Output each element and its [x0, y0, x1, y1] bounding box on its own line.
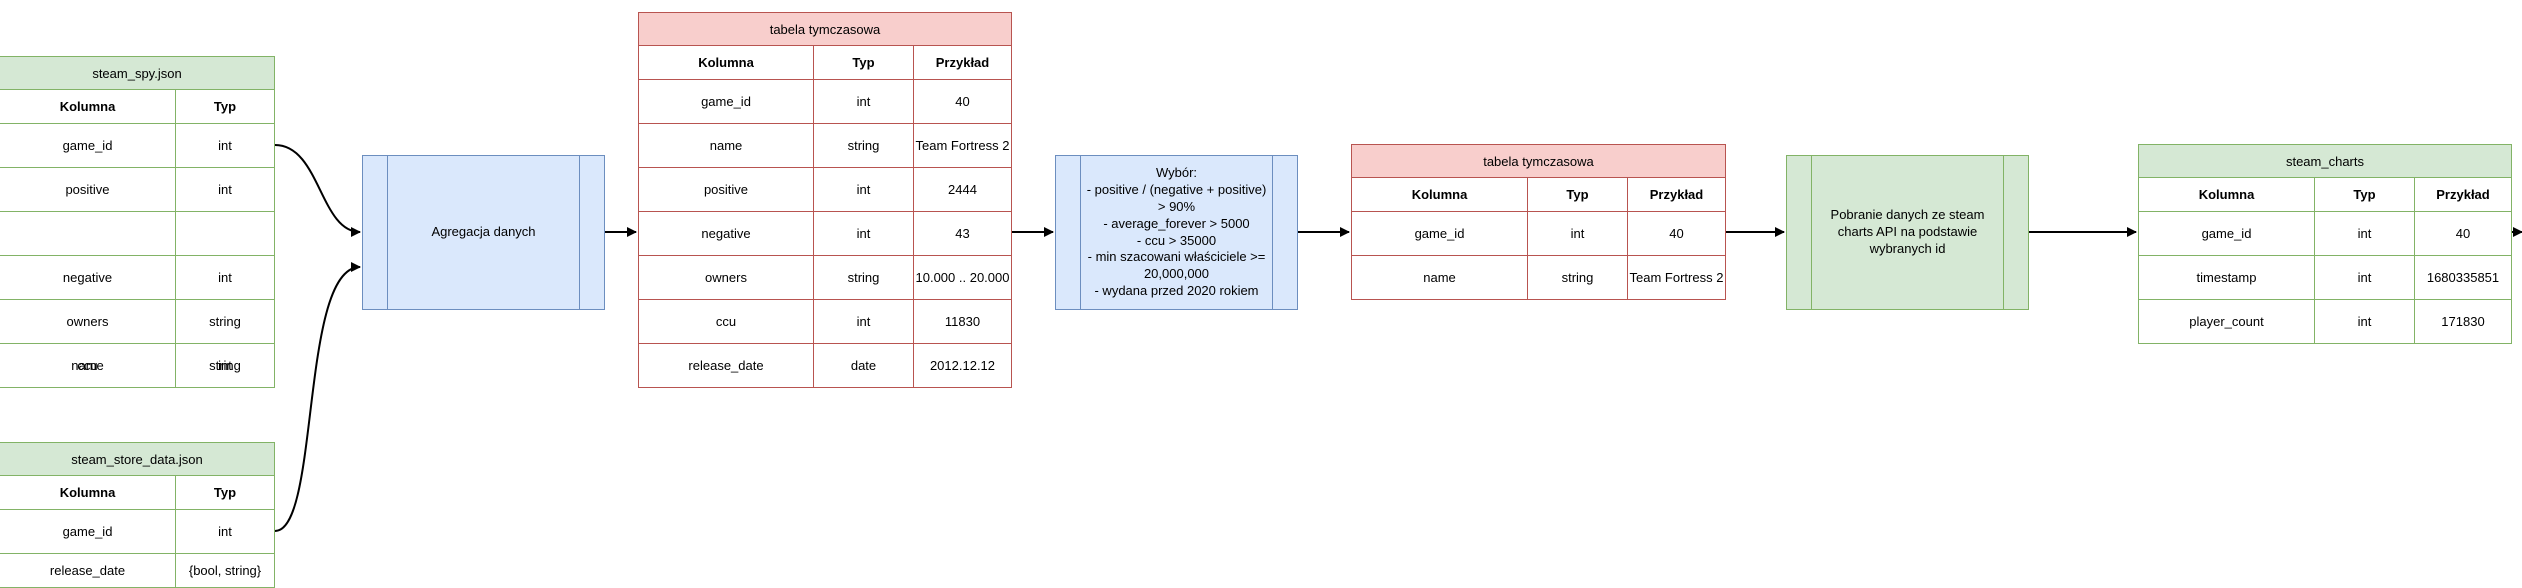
- process-line: 20,000,000: [1143, 266, 1210, 282]
- table-steam-store-data: steam_store_data.json Kolumna Typ game_i…: [0, 442, 275, 588]
- process-line: charts API na podstawie: [1837, 224, 1978, 240]
- process-bar-left: [1811, 156, 1812, 309]
- process-label: Agregacja danych: [431, 224, 535, 241]
- table-steam-spy: steam_spy.json Kolumna Typ game_id int p…: [0, 56, 275, 388]
- column-header: Kolumna: [638, 45, 814, 80]
- process-bar-right: [2003, 156, 2004, 309]
- table-cell: game_id: [2138, 211, 2315, 256]
- process-line: - average_forever > 5000: [1103, 215, 1250, 231]
- column-header: Typ: [2314, 177, 2415, 212]
- table-cell: [175, 211, 275, 256]
- table-cell: negative: [638, 211, 814, 256]
- process-bar-right: [579, 156, 580, 309]
- column-header: Przykład: [913, 45, 1012, 80]
- cell-text-overlap: int: [218, 358, 232, 373]
- process-line: - wydana przed 2020 rokiem: [1094, 283, 1259, 299]
- table-cell: name: [638, 123, 814, 168]
- table-cell: 2012.12.12: [913, 343, 1012, 388]
- table-cell: 10.000 .. 20.000: [913, 255, 1012, 300]
- cell-text: name: [71, 358, 104, 373]
- table-cell: game_id: [0, 123, 176, 168]
- process-line: - positive / (negative + positive): [1086, 181, 1267, 197]
- process-line: Pobranie danych ze steam: [1830, 207, 1985, 223]
- table-cell: int: [175, 123, 275, 168]
- process-line: - ccu > 35000: [1136, 232, 1217, 248]
- table-cell: int: [1527, 211, 1628, 256]
- table-cell: 40: [913, 79, 1012, 124]
- table-cell: string: [813, 255, 914, 300]
- table-cell: positive: [0, 167, 176, 212]
- connector-store-to-aggregate: [274, 262, 361, 532]
- column-header: Kolumna: [0, 89, 176, 124]
- column-header: Typ: [175, 475, 275, 510]
- table-cell: positive: [638, 167, 814, 212]
- table-cell: int: [2314, 255, 2415, 300]
- table-cell: game_id: [638, 79, 814, 124]
- table-steam-charts: steam_charts Kolumna Typ Przykład game_i…: [2138, 144, 2512, 344]
- table-cell: int: [175, 509, 275, 554]
- column-header: Przykład: [2414, 177, 2512, 212]
- cell-text: string: [209, 358, 241, 373]
- table-cell: {bool, string}: [175, 553, 275, 588]
- process-bar-left: [1080, 156, 1081, 309]
- table-cell: string: [1527, 255, 1628, 300]
- table-cell: owners: [0, 299, 176, 344]
- process-label: Wybór: - positive / (negative + positive…: [1087, 165, 1267, 300]
- table-cell: release_date: [638, 343, 814, 388]
- table-temp-2: tabela tymczasowa Kolumna Typ Przykład g…: [1351, 144, 1726, 300]
- column-header: Kolumna: [0, 475, 176, 510]
- process-select: Wybór: - positive / (negative + positive…: [1055, 155, 1298, 310]
- table-cell: date: [813, 343, 914, 388]
- table-cell: int: [813, 299, 914, 344]
- process-fetch: Pobranie danych ze steam charts API na p…: [1786, 155, 2029, 310]
- process-aggregate: Agregacja danych: [362, 155, 605, 310]
- process-line: Wybór:: [1155, 164, 1198, 180]
- column-header: Typ: [175, 89, 275, 124]
- table-cell: int: [813, 211, 914, 256]
- table-title: steam_spy.json: [0, 56, 275, 90]
- column-header: Typ: [813, 45, 914, 80]
- process-bar-right: [1272, 156, 1273, 309]
- table-cell: int: [175, 167, 275, 212]
- process-label: Pobranie danych ze steam charts API na p…: [1831, 207, 1985, 258]
- table-cell: int: [175, 255, 275, 300]
- table-cell: negative: [0, 255, 176, 300]
- column-header: Przykład: [1627, 177, 1726, 212]
- cell-text-overlap: ccu: [77, 358, 98, 373]
- process-line: Agregacja danych: [431, 224, 536, 240]
- process-bar-left: [387, 156, 388, 309]
- table-title: steam_store_data.json: [0, 442, 275, 476]
- table-cell: player_count: [2138, 299, 2315, 344]
- process-line: wybranych id: [1869, 240, 1946, 256]
- process-line: - min szacowani właściciele >=: [1087, 249, 1266, 265]
- table-title: steam_charts: [2138, 144, 2512, 178]
- column-header: Kolumna: [2138, 177, 2315, 212]
- table-cell: int: [2314, 211, 2415, 256]
- table-cell: Team Fortress 2: [1627, 255, 1726, 300]
- table-cell: name ccu: [0, 343, 176, 388]
- table-cell: string int: [175, 343, 275, 388]
- connector-spy-to-aggregate: [274, 144, 361, 237]
- table-cell: int: [2314, 299, 2415, 344]
- table-cell: 2444: [913, 167, 1012, 212]
- table-cell: release_date: [0, 553, 176, 588]
- process-line: > 90%: [1157, 198, 1196, 214]
- table-cell: 40: [2414, 211, 2512, 256]
- table-cell: 171830: [2414, 299, 2512, 344]
- table-cell: ccu: [638, 299, 814, 344]
- table-temp-1: tabela tymczasowa Kolumna Typ Przykład g…: [638, 12, 1012, 388]
- table-cell: timestamp: [2138, 255, 2315, 300]
- table-cell: name: [1351, 255, 1528, 300]
